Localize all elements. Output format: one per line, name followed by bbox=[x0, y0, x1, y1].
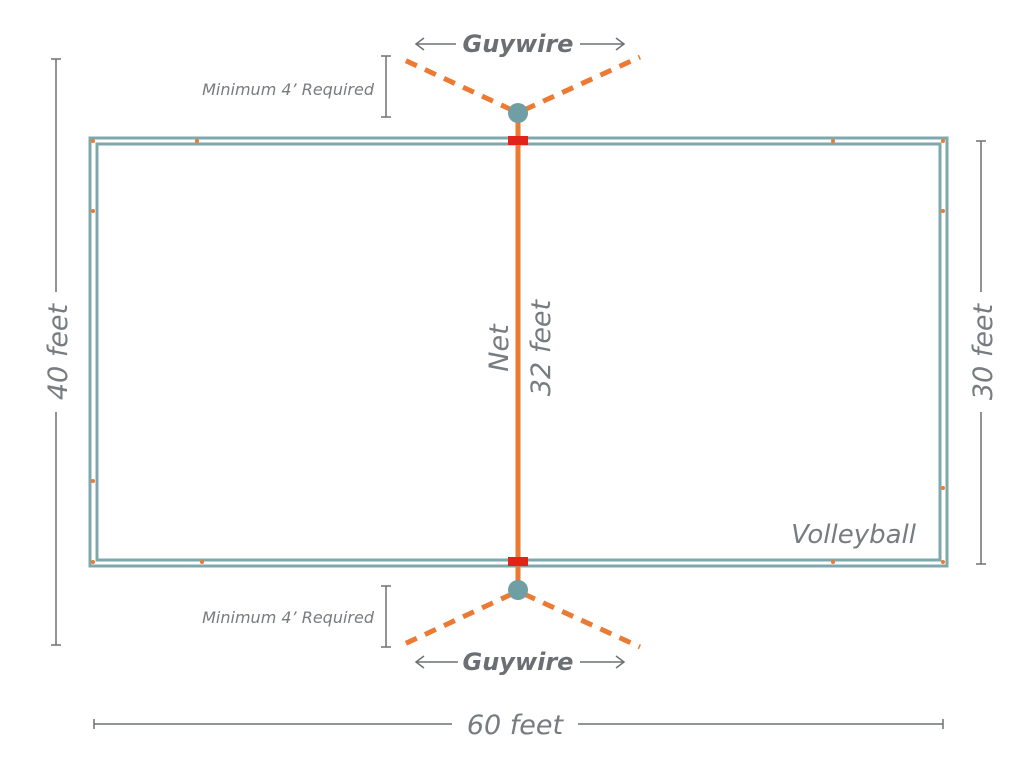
net-anchor-bottom bbox=[508, 557, 528, 566]
net-label: Net bbox=[484, 323, 515, 372]
guywire-bottom-left bbox=[396, 591, 514, 650]
guywire-top-right bbox=[522, 54, 642, 113]
arrowhead-left-icon bbox=[414, 655, 425, 669]
court-name-label: Volleyball bbox=[791, 520, 917, 550]
min-required-label-bottom: Minimum 4’ Required bbox=[202, 608, 375, 627]
bottom-dimension-label: 60 feet bbox=[467, 710, 565, 741]
stake-dot bbox=[195, 139, 199, 143]
net-length-label: 32 feet bbox=[526, 298, 557, 396]
stake-dot bbox=[91, 560, 95, 564]
stake-dot bbox=[200, 560, 204, 564]
min-required-label-top: Minimum 4’ Required bbox=[202, 80, 375, 99]
guywire-arrows bbox=[414, 37, 626, 669]
stake-dot bbox=[941, 486, 945, 490]
net-anchor-top bbox=[508, 136, 528, 145]
left-dimension-label: 40 feet bbox=[43, 302, 74, 400]
guywire-top-left bbox=[396, 54, 514, 113]
stake-dot bbox=[91, 209, 95, 213]
stake-dot bbox=[941, 209, 945, 213]
arrowhead-right-icon bbox=[615, 655, 626, 669]
guywire-bottom-right bbox=[522, 591, 642, 650]
guywire-label-bottom: Guywire bbox=[463, 648, 574, 676]
arrowhead-left-icon bbox=[414, 37, 425, 51]
post-top bbox=[508, 103, 528, 123]
right-dimension-label: 30 feet bbox=[968, 302, 999, 400]
stake-dot bbox=[91, 139, 95, 143]
arrowhead-right-icon bbox=[615, 37, 626, 51]
boundary-stakes bbox=[91, 139, 945, 564]
stake-dot bbox=[941, 139, 945, 143]
dimension-lines bbox=[51, 55, 986, 729]
stake-dot bbox=[91, 479, 95, 483]
stake-dot bbox=[941, 560, 945, 564]
post-bottom bbox=[508, 580, 528, 600]
stake-dot bbox=[831, 139, 835, 143]
guywire-label-top: Guywire bbox=[463, 30, 574, 58]
guywire-lines bbox=[396, 54, 642, 650]
stake-dot bbox=[831, 560, 835, 564]
